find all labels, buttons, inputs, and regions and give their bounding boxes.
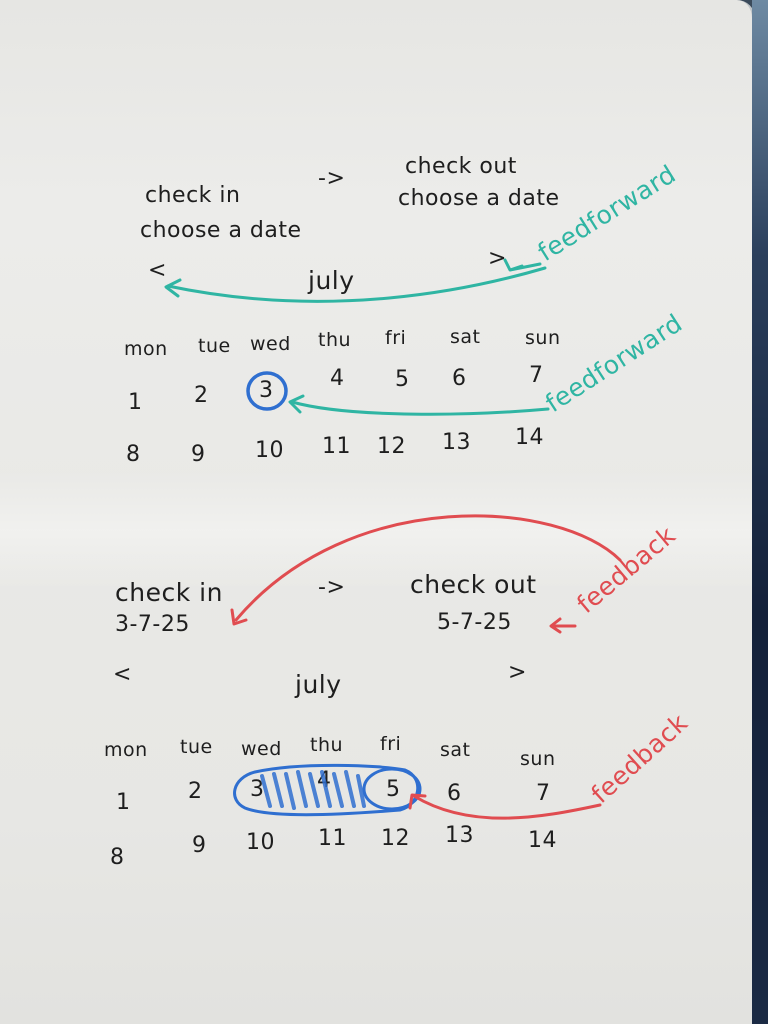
p1-date-7: 7	[529, 363, 544, 388]
p1-checkin-title: check in	[145, 183, 241, 208]
p1-date-4: 4	[330, 366, 345, 391]
p2-day-wed: wed	[241, 738, 282, 760]
p2-checkin-value: 3-7-25	[115, 612, 190, 637]
p1-date-10: 10	[255, 438, 284, 463]
p1-day-tue: tue	[198, 335, 231, 357]
range-end-circle-icon	[362, 767, 422, 811]
p2-date-14: 14	[528, 828, 557, 853]
p2-day-sun: sun	[520, 748, 556, 770]
p2-date-6: 6	[447, 781, 462, 806]
p1-month: july	[308, 266, 355, 295]
p1-day-thu: thu	[318, 329, 352, 351]
p1-checkin-hint: choose a date	[140, 218, 302, 243]
p1-checkout-hint: choose a date	[398, 186, 560, 211]
red-arc-arrow-icon	[234, 514, 622, 622]
p2-date-2: 2	[188, 779, 203, 804]
p2-checkin-title: check in	[115, 578, 223, 607]
p2-date-11: 11	[318, 826, 347, 851]
p1-date-11: 11	[322, 434, 351, 459]
p1-checkout-title: check out	[405, 154, 517, 179]
p1-next-arrow: >	[488, 246, 507, 271]
teal-arrow-nav-icon	[166, 266, 547, 303]
red-arrow-range-icon	[412, 794, 602, 820]
p1-date-3: 3	[259, 378, 274, 403]
teal-arrowhead-prev-icon	[164, 278, 182, 298]
p1-day-mon: mon	[124, 338, 168, 360]
range-selection-hatch-icon	[260, 770, 366, 810]
p2-checkout-value: 5-7-25	[437, 610, 512, 635]
p1-date-2: 2	[194, 383, 209, 408]
p2-date-13: 13	[445, 823, 474, 848]
background-window	[752, 0, 768, 1024]
p1-day-wed: wed	[250, 333, 291, 355]
p1-day-sat: sat	[450, 326, 481, 348]
p2-day-thu: thu	[310, 734, 344, 756]
p2-day-sat: sat	[440, 739, 471, 761]
p1-date-9: 9	[191, 442, 206, 467]
p2-date-8: 8	[110, 845, 125, 870]
p1-date-8: 8	[126, 442, 141, 467]
p2-prev-arrow: <	[113, 662, 132, 687]
p2-arrow: ->	[318, 575, 346, 600]
p2-date-12: 12	[381, 826, 410, 851]
p2-next-arrow: >	[508, 660, 527, 685]
p1-date-6: 6	[452, 366, 467, 391]
p1-date-1: 1	[128, 390, 143, 415]
p1-date-12: 12	[377, 434, 406, 459]
p1-day-sun: sun	[525, 327, 561, 349]
p2-date-10: 10	[246, 830, 275, 855]
p2-date-9: 9	[192, 833, 207, 858]
red-arrowhead-range-icon	[408, 793, 427, 810]
p1-date-13: 13	[442, 430, 471, 455]
p2-day-tue: tue	[180, 736, 213, 758]
p2-month: july	[295, 670, 342, 699]
p1-prev-arrow: <	[148, 258, 167, 283]
range-selection-outline-icon	[233, 763, 420, 817]
p2-day-fri: fri	[380, 733, 402, 755]
p2-checkout-title: check out	[410, 570, 537, 599]
selected-day-circle-icon	[246, 371, 288, 411]
p1-day-fri: fri	[385, 327, 407, 349]
p1-date-14: 14	[515, 425, 544, 450]
p2-day-mon: mon	[104, 739, 148, 761]
p1-arrow: ->	[318, 166, 346, 191]
p2-date-3: 3	[250, 777, 265, 802]
red-arrowhead-checkin-icon	[230, 608, 248, 626]
red-arrow-checkout-icon	[549, 617, 577, 634]
p2-date-7: 7	[536, 781, 551, 806]
p1-date-5: 5	[395, 367, 410, 392]
teal-arrowhead-day-icon	[288, 394, 305, 414]
p2-date-1: 1	[116, 790, 131, 815]
p2-date-5: 5	[386, 777, 401, 802]
teal-arrow-day-icon	[290, 400, 550, 416]
teal-arrowhead-next-icon	[503, 258, 542, 272]
